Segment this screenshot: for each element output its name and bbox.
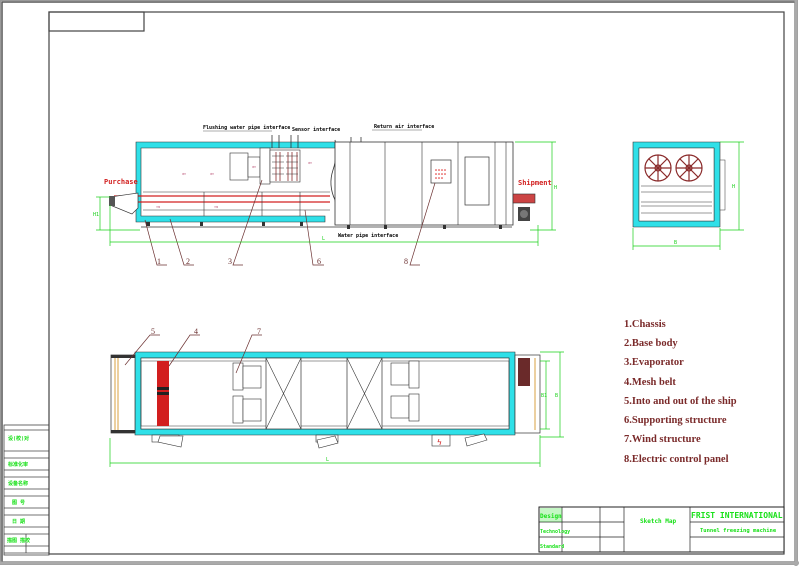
svg-text:⇐: ⇐ [252,163,256,171]
plan-view: ϟ 5 4 7 L B1 B [109,327,564,467]
end-dim-height: H [732,184,735,190]
svg-text:⇐: ⇐ [182,170,186,178]
drawing-frame [48,11,785,555]
legend-item-4: 4.Mesh belt [624,377,676,388]
tb-label-standard: Standard [540,544,564,550]
side-view: ⇐ ⇐ ⇐ ⇐ ⇒ ⇒ 1 2 3 6 8 Flushing water pipe in… [93,124,557,266]
callout-return-air: Return air interface [374,124,434,130]
svg-text:ϟ: ϟ [437,438,442,447]
legend-item-1: 1.Chassis [624,319,666,330]
part-number-5: 5 [151,327,155,336]
svg-text:⇒: ⇒ [156,203,160,211]
part-number-4: 4 [194,327,198,336]
dim-inlet-height: H1 [93,212,99,218]
legend-item-5: 5.Into and out of the ship [624,396,737,407]
dim-length: L [322,236,325,242]
callout-shipment: Shipment [518,179,552,187]
plan-dim-length: L [326,457,329,463]
code-box [48,11,145,32]
plan-dim-b1: B1 [541,393,547,399]
strip-label-3: 设备名称 [8,480,28,487]
legend-item-8: 8.Electric control panel [624,454,729,465]
tb-company: FRIST INTERNATIONAL [691,511,783,520]
tb-label-technology: Technology [540,529,570,535]
callout-purchase: Purchase [104,178,138,186]
legend-item-7: 7.Wind structure [624,434,701,445]
callout-sensor: Sensor interface [292,127,340,133]
part-number-3: 3 [228,257,232,266]
strip-label-2: 标准化审 [7,461,28,468]
end-dim-width: B [674,240,677,246]
strip-label-4: 图 号 [12,499,25,506]
strip-label-6: 描图 描校 [6,537,31,544]
control-panel [430,159,452,184]
strip-label-1: 设(校)对 [8,435,29,442]
svg-text:⇐: ⇐ [308,159,312,167]
part-number-2: 2 [186,257,190,266]
left-strip [3,424,50,556]
access-door [464,156,490,206]
legend-item-2: 2.Base body [624,338,678,349]
svg-text:⇒: ⇒ [214,203,218,211]
legend-item-6: 6.Supporting structure [624,415,727,426]
tb-sheet-name: Sketch Map [640,518,677,525]
tb-product: Tunnel freezing machine [700,528,777,534]
legend-item-3: 3.Evaporator [624,357,684,368]
title-block: Design Technology Standard Sketch Map FR… [538,506,785,553]
callout-flushing-water: Flushing water pipe interface [203,125,290,131]
callout-water-pipe: Water pipe interface [338,233,398,239]
part-number-7: 7 [257,327,261,336]
parts-legend: 1.Chassis 2.Base body 3.Evaporator 4.Mes… [624,319,737,465]
part-number-6: 6 [317,257,321,266]
part-number-8: 8 [404,257,408,266]
strip-label-5: 日 期 [12,518,25,525]
svg-text:⇐: ⇐ [210,170,214,178]
dim-height: H [554,185,557,191]
tb-label-design: Design [540,513,562,520]
part-number-1: 1 [157,257,161,266]
end-view: B H [632,141,744,250]
plan-dim-b: B [555,393,558,399]
